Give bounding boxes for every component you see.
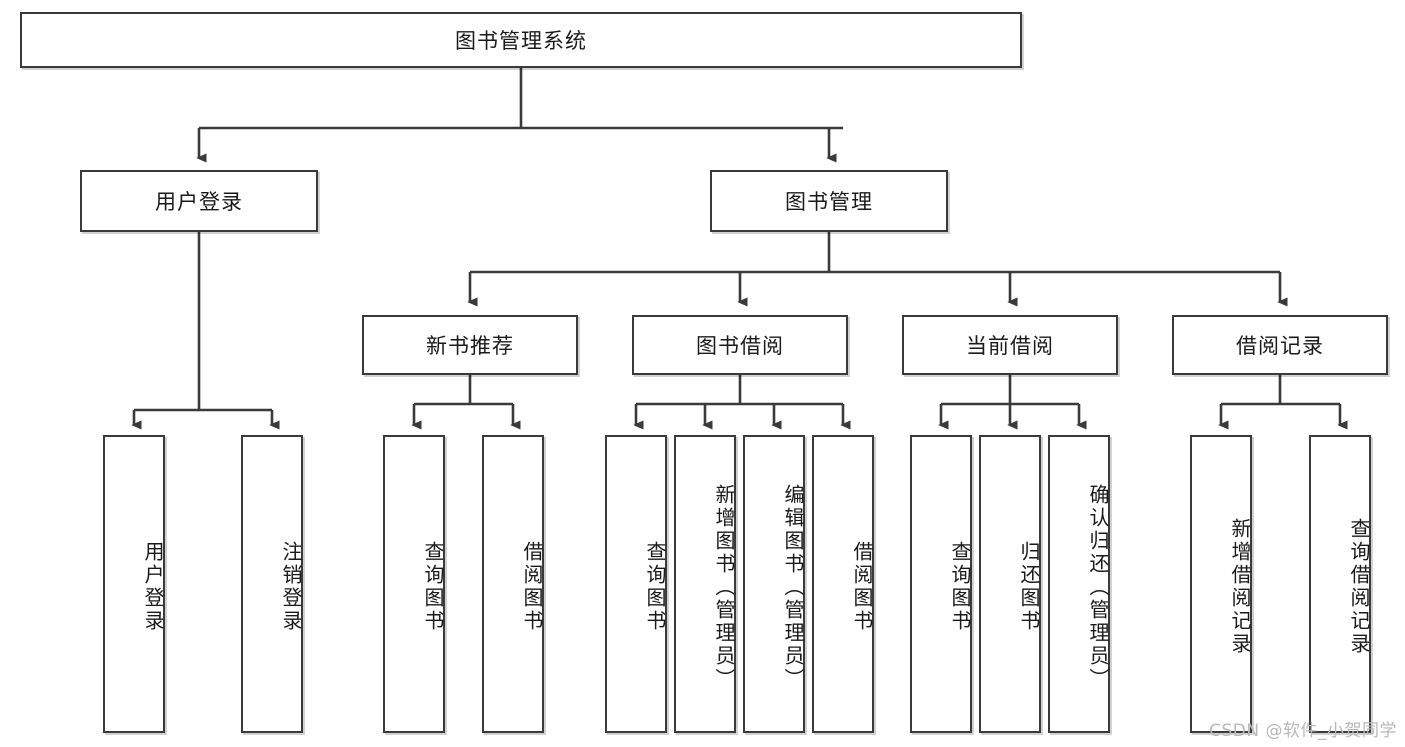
node-label: 注销登录 (279, 541, 303, 633)
node-label: 查询图书 (421, 541, 445, 633)
node-leaf-return-book[interactable]: 归还图书 (979, 435, 1041, 733)
node-label: 用户登录 (155, 190, 243, 214)
node-label: 新增图书（管理员） (712, 483, 736, 691)
node-label: 图书管理 (785, 190, 873, 214)
node-label: 归还图书 (1017, 541, 1041, 633)
node-current-borrow[interactable]: 当前借阅 (902, 315, 1118, 375)
node-label: 查询图书 (948, 541, 972, 633)
node-new-book-recommend[interactable]: 新书推荐 (362, 315, 578, 375)
node-root-book-management-system[interactable]: 图书管理系统 (20, 12, 1022, 68)
node-label: 查询借阅记录 (1347, 518, 1371, 656)
node-label: 图书借阅 (696, 334, 784, 358)
node-book-management[interactable]: 图书管理 (710, 170, 948, 232)
node-label: 确认归还（管理员） (1086, 483, 1110, 691)
node-label: 编辑图书（管理员） (781, 483, 805, 691)
node-leaf-borrow-book[interactable]: 借阅图书 (812, 435, 874, 733)
node-book-borrow[interactable]: 图书借阅 (632, 315, 848, 375)
node-leaf-add-book-admin[interactable]: 新增图书（管理员） (674, 435, 736, 733)
node-user-login[interactable]: 用户登录 (80, 170, 318, 232)
node-leaf-edit-book-admin[interactable]: 编辑图书（管理员） (743, 435, 805, 733)
node-label: 当前借阅 (966, 334, 1054, 358)
node-label: 借阅记录 (1236, 334, 1324, 358)
node-leaf-confirm-return-admin[interactable]: 确认归还（管理员） (1048, 435, 1110, 733)
csdn-watermark: CSDN @软件_小贺同学 (1209, 721, 1397, 741)
node-label: 借阅图书 (850, 541, 874, 633)
node-leaf-user-login[interactable]: 用户登录 (103, 435, 165, 733)
node-label: 查询图书 (643, 541, 667, 633)
node-label: 新增借阅记录 (1228, 518, 1252, 656)
node-leaf-query-borrow-record[interactable]: 查询借阅记录 (1309, 435, 1371, 733)
node-label: 新书推荐 (426, 334, 514, 358)
node-label: 借阅图书 (520, 541, 544, 633)
node-leaf-logout[interactable]: 注销登录 (241, 435, 303, 733)
node-leaf-query-book-recommend[interactable]: 查询图书 (383, 435, 445, 733)
node-leaf-query-book-current[interactable]: 查询图书 (910, 435, 972, 733)
node-label: 图书管理系统 (455, 29, 587, 53)
node-leaf-add-borrow-record[interactable]: 新增借阅记录 (1190, 435, 1252, 733)
node-leaf-query-book-borrow[interactable]: 查询图书 (605, 435, 667, 733)
node-leaf-borrow-book-recommend[interactable]: 借阅图书 (482, 435, 544, 733)
node-borrow-record[interactable]: 借阅记录 (1172, 315, 1388, 375)
node-label: 用户登录 (141, 541, 165, 633)
